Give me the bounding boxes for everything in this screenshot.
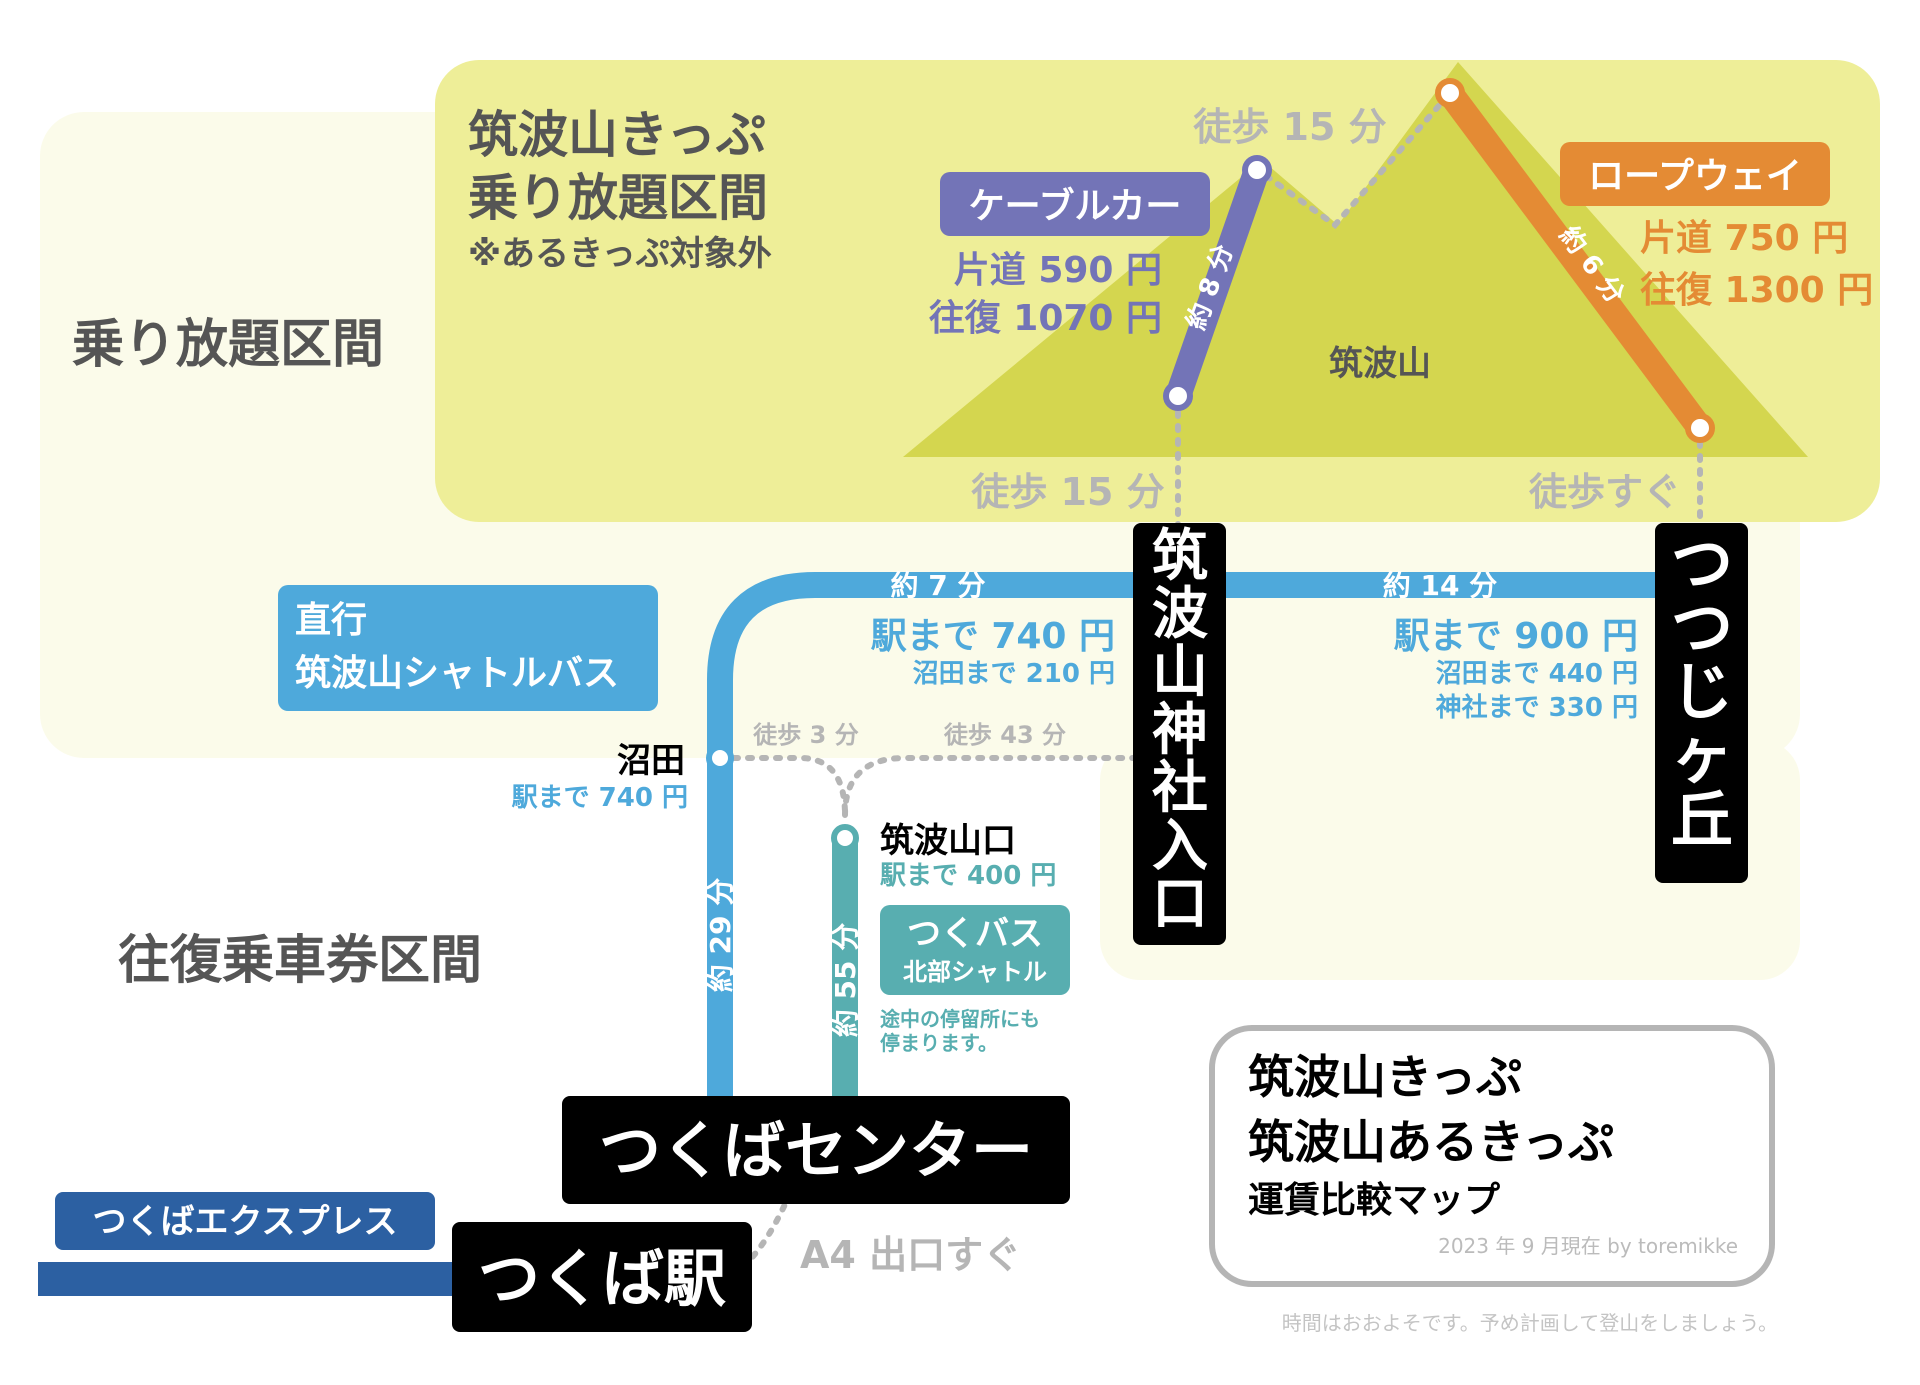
shuttle-duration-tsutsuji: 約 14 分	[1383, 569, 1497, 602]
ropeway-track	[1437, 80, 1713, 441]
legend-date: 2023 年 9 月現在 by toremikke	[1438, 1234, 1738, 1258]
numata-station-name: 沼田	[617, 741, 685, 781]
ropeway-line: 約 6 分 ロープウェイ 片道 750 円 往復 1300 円	[1435, 78, 1873, 443]
tsukuba-express: つくばエクスプレス	[38, 1192, 468, 1296]
numata-stop-marker	[706, 744, 734, 772]
sanguchi-station-fare: 駅まで 400 円	[880, 861, 1056, 891]
cable-car-track	[1165, 157, 1270, 409]
legend-line-2: 筑波山あるきっぷ	[1248, 1115, 1614, 1169]
a4-exit-walk-label: A4 出口すぐ	[800, 1233, 1021, 1277]
center-station-name: つくばセンター	[599, 1114, 1033, 1187]
sanguchi-station-name: 筑波山口	[880, 821, 1016, 861]
tsukuba-station-name: つくば駅	[478, 1242, 726, 1315]
tsuku-bus-label-box	[880, 905, 1070, 995]
tsuku-bus-label-1: つくバス	[907, 914, 1043, 954]
summit-walk-path	[1252, 90, 1453, 230]
cable-car-upper-stop	[1242, 155, 1272, 185]
tsutsuji-station-box[interactable]	[1655, 523, 1748, 883]
sanguchi-walk-label: 徒歩 43 分	[943, 721, 1066, 749]
ropeway-label: ロープウェイ	[1588, 156, 1802, 197]
ropeway-label-box	[1560, 142, 1830, 206]
legend-line-1: 筑波山きっぷ	[1248, 1050, 1522, 1104]
ropeway-round-trip: 往復 1300 円	[1640, 270, 1873, 311]
vertical-stations: 筑波山神社入口 つつじヶ丘	[1133, 523, 1748, 945]
unlimited-zone-extension	[1100, 740, 1800, 980]
a4-exit-walk-path	[742, 1190, 793, 1268]
tsuku-bus-line: 約 55 分 つくバス 北部シャトル 途中の停留所にも 停まります。	[829, 824, 1070, 1100]
shuttle-bus-label-1: 直行	[295, 600, 367, 641]
sanguchi-walk-path	[842, 755, 1138, 818]
horizontal-stations: つくばセンター つくば駅	[452, 1096, 1070, 1332]
express-track	[38, 1262, 468, 1296]
footer-note: 時間はおおよそです。予め計画して登山をしましょう。	[1282, 1311, 1778, 1335]
zone-labels: 筑波山きっぷ 乗り放題区間 ※あるきっぷ対象外 乗り放題区間 往復乗車券区間	[72, 106, 772, 991]
shuttle-duration-shrine: 約 7 分	[891, 569, 986, 602]
shuttle-bus-label-box	[278, 585, 658, 711]
numata-walk-label: 徒歩 3 分	[752, 721, 858, 749]
tsutsuji-station-name: つつじヶ丘	[1671, 527, 1733, 856]
express-label: つくばエクスプレス	[93, 1202, 398, 1242]
shuttle-bus-line: 約 7 分 約 14 分 約 29 分 直行 筑波山シャトルバス	[278, 569, 1672, 1100]
ticket-zone-note: ※あるきっぷ対象外	[468, 234, 772, 274]
cable-car-label-box	[940, 172, 1210, 236]
small-stations: 沼田 駅まで 740 円 筑波山口 駅まで 400 円	[512, 741, 1057, 891]
legend-box	[1209, 1025, 1775, 1287]
mountain-shape	[903, 62, 1808, 457]
shuttle-bus-route	[707, 572, 1672, 1100]
numata-station-fare: 駅まで 740 円	[512, 783, 688, 813]
ropeway-one-way: 片道 750 円	[1640, 218, 1848, 259]
express-label-box	[55, 1192, 435, 1250]
tsutsuji-fare-sub2: 神社まで 330 円	[1436, 692, 1638, 723]
tsuku-bus-note-2: 停まります。	[880, 1031, 998, 1055]
cable-car-one-way: 片道 590 円	[954, 250, 1162, 291]
walking-labels: 徒歩 15 分 徒歩 15 分 徒歩すぐ 徒歩 3 分 徒歩 43 分 A4 出…	[752, 105, 1681, 1277]
tsutsuji-walk-label: 徒歩すぐ	[1528, 470, 1681, 514]
tsuku-bus-label-2: 北部シャトル	[903, 958, 1047, 986]
legend-line-3: 運賃比較マップ	[1248, 1180, 1500, 1221]
ticket-zone-title-2: 乗り放題区間	[468, 169, 768, 227]
cable-car-round-trip: 往復 1070 円	[929, 298, 1162, 339]
roundtrip-zone-label: 往復乗車券区間	[118, 931, 482, 991]
tsutsuji-fare-sub1: 沼田まで 440 円	[1436, 659, 1638, 689]
tsukuba-station-box[interactable]	[452, 1222, 752, 1332]
unlimited-zone-label: 乗り放題区間	[72, 315, 384, 375]
mountain-label: 筑波山	[1329, 344, 1431, 384]
shrine-station-box[interactable]	[1133, 523, 1226, 945]
walking-paths	[717, 90, 1703, 1268]
shuttle-duration-numata: 約 29 分	[704, 878, 737, 992]
tsuku-bus-note-1: 途中の停留所にも	[880, 1007, 1040, 1031]
tsuku-bus-duration: 約 55 分	[829, 923, 862, 1037]
mountain: 筑波山	[903, 62, 1808, 457]
legend: 筑波山きっぷ 筑波山あるきっぷ 運賃比較マップ 2023 年 9 月現在 by …	[1209, 1025, 1775, 1287]
shuttle-bus-label-2: 筑波山シャトルバス	[295, 653, 619, 694]
shrine-fare-main: 駅まで 740 円	[871, 616, 1115, 657]
ropeway-upper-stop	[1435, 78, 1465, 108]
numata-walk-path	[717, 755, 848, 818]
cable-car-label: ケーブルカー	[969, 185, 1182, 227]
fare-texts: 駅まで 740 円 沼田まで 210 円 駅まで 900 円 沼田まで 440 …	[871, 616, 1638, 723]
tsutsuji-fare-main: 駅まで 900 円	[1394, 616, 1638, 657]
cable-car-lower-stop	[1163, 381, 1193, 411]
ropeway-lower-stop	[1685, 413, 1715, 443]
center-station-box[interactable]	[562, 1096, 1070, 1204]
shrine-walk-label: 徒歩 15 分	[970, 470, 1164, 514]
shrine-station-name: 筑波山神社入口	[1152, 524, 1208, 937]
summit-walk-label: 徒歩 15 分	[1192, 105, 1386, 149]
ticket-zone-title-1: 筑波山きっぷ	[468, 106, 766, 164]
sanguchi-stop-marker	[831, 824, 859, 852]
shrine-fare-sub1: 沼田まで 210 円	[913, 659, 1115, 689]
